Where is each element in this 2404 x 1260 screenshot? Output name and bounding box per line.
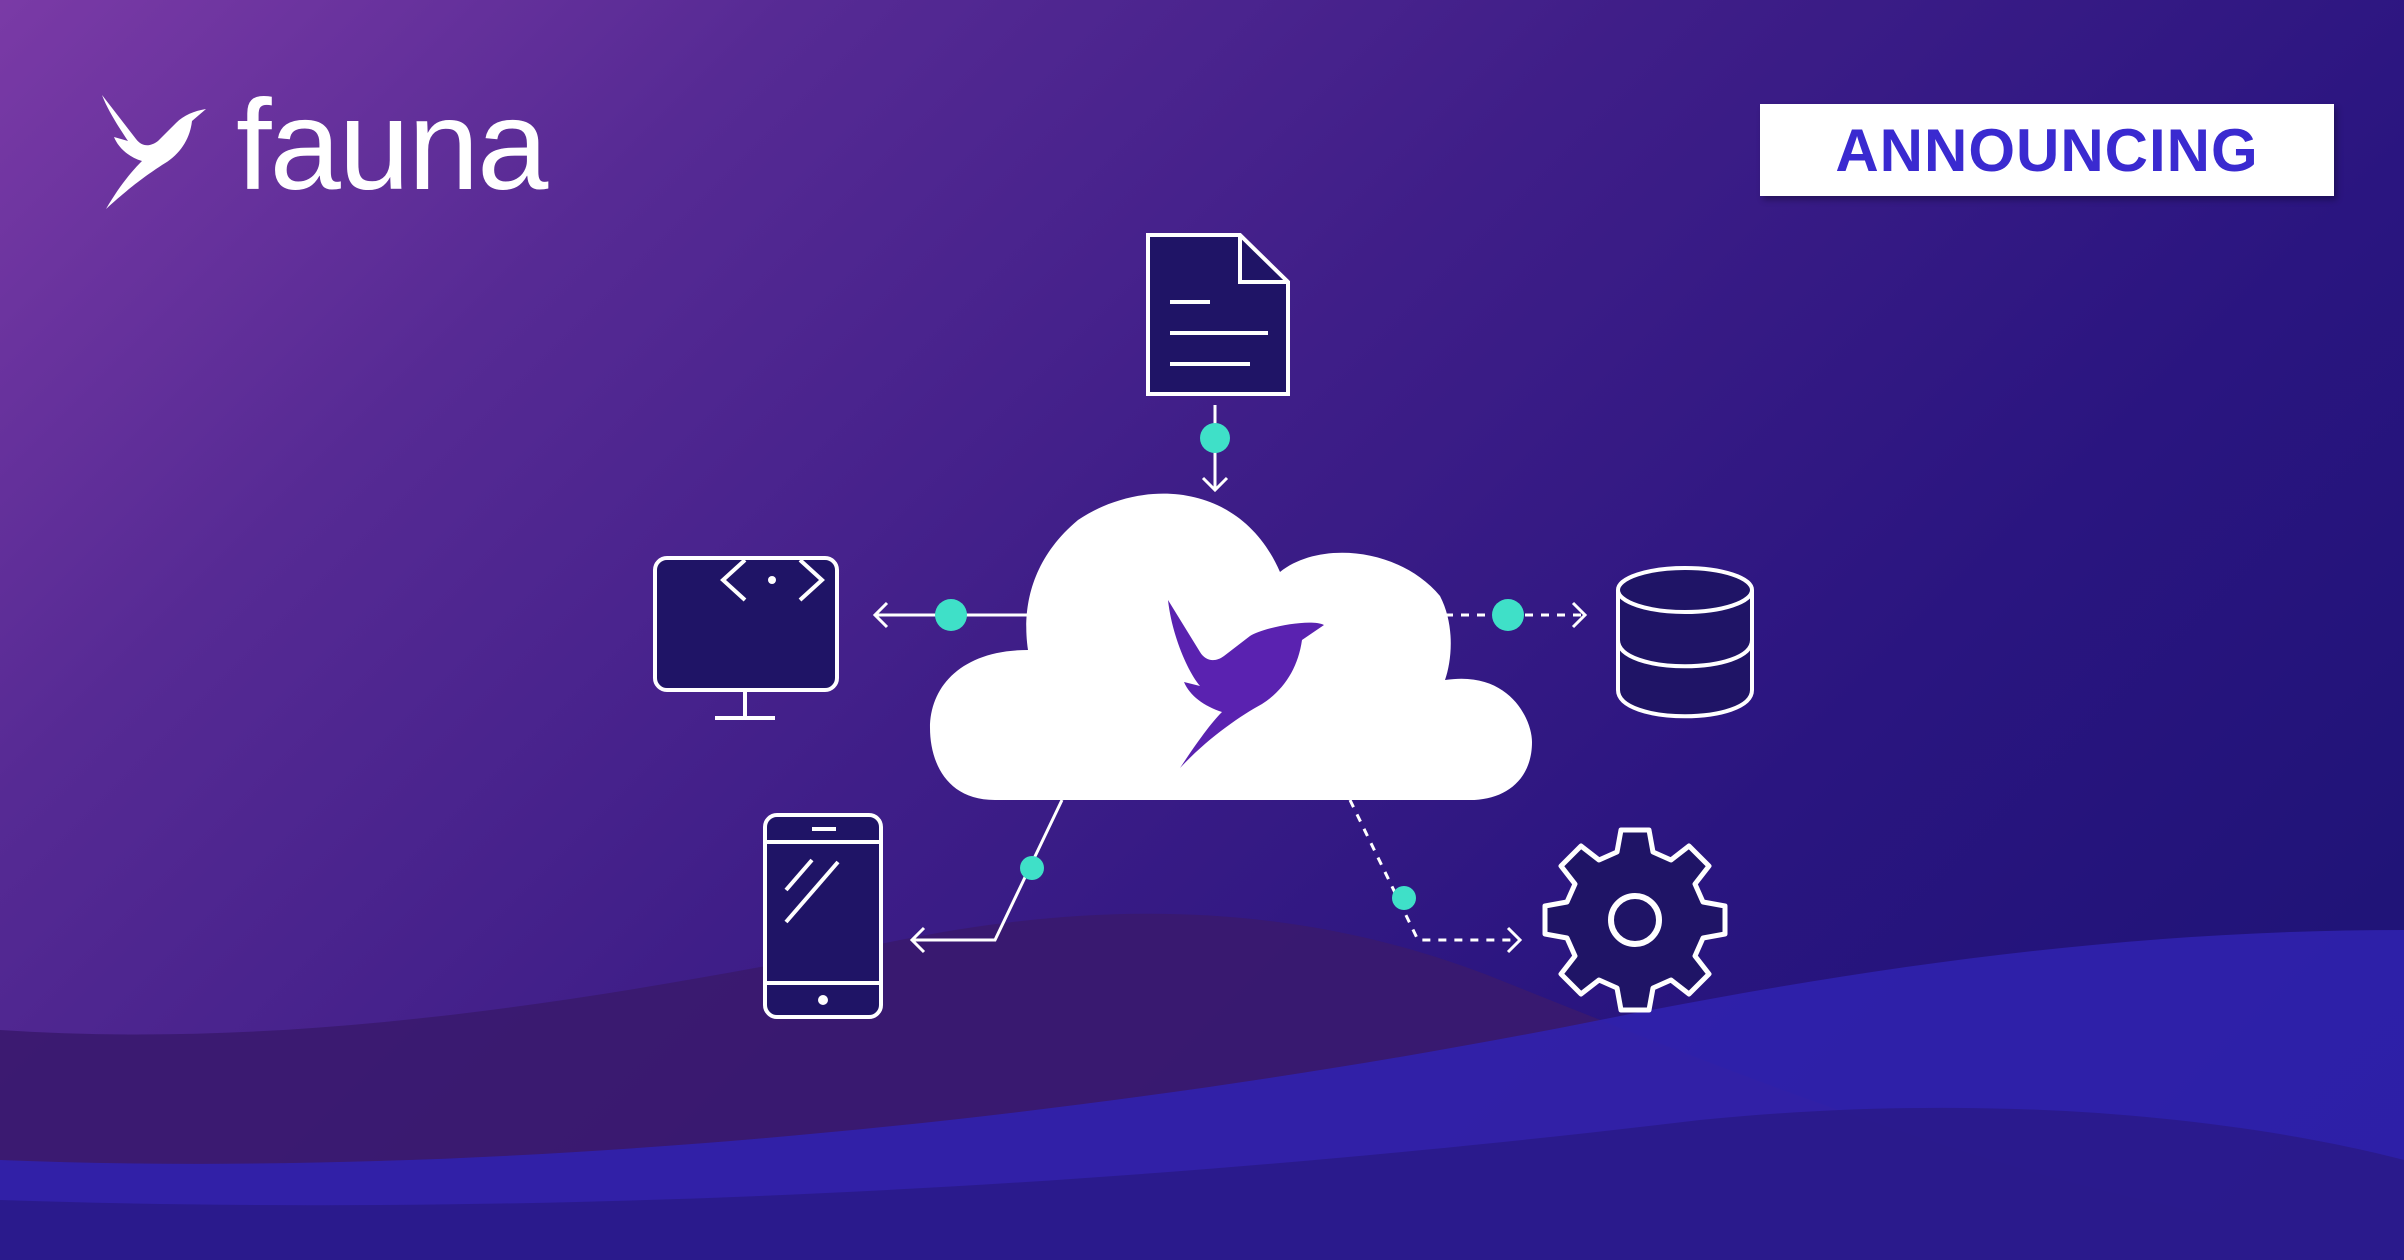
wave-front [0,1107,2404,1260]
dot-database [1492,599,1524,631]
announcing-badge: ANNOUNCING [1760,104,2334,196]
dot-monitor [935,599,967,631]
connector-phone [912,799,1064,942]
dot-gear [1392,886,1416,910]
dot-phone [1020,856,1044,880]
connector-gear [1348,799,1520,942]
brand-logo[interactable]: fauna [98,82,548,216]
database-icon [1616,566,1754,719]
connector-dots [935,423,1524,910]
mobile-phone-icon [763,813,883,1019]
announcing-label: ANNOUNCING [1835,116,2259,184]
cloud-icon [930,493,1532,800]
gear-icon [1542,827,1728,1013]
document-icon [1146,233,1290,396]
fauna-bird-icon [102,95,206,209]
dot-document [1200,423,1230,453]
brand-name: fauna [236,74,548,217]
code-monitor-icon [653,556,839,720]
cloud-bird-icon [1168,600,1324,768]
